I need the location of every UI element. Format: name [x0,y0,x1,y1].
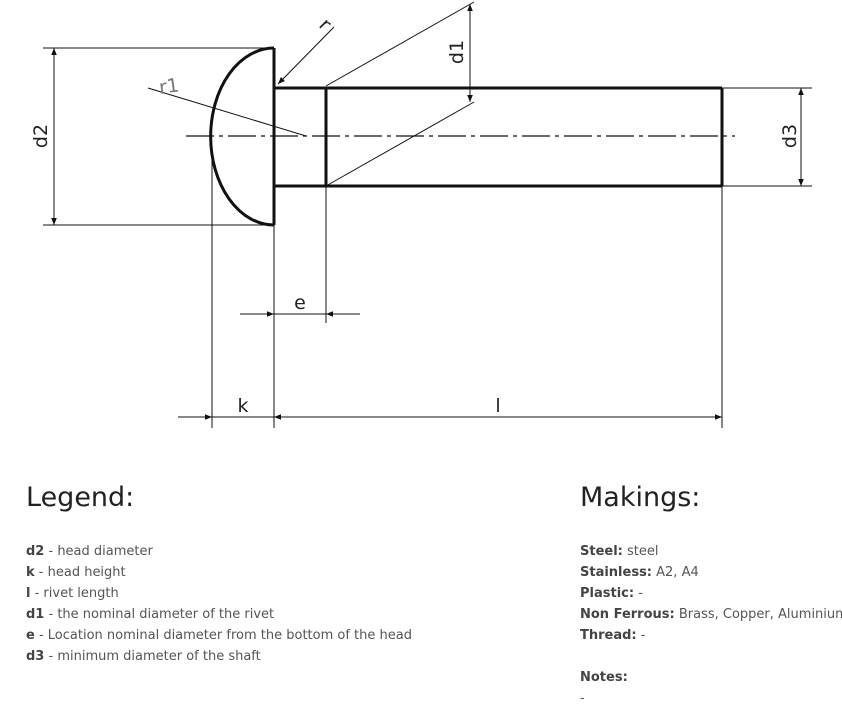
legend-item: l - rivet length [26,586,119,601]
makings-list: Steel: steel Stainless: A2, A4 Plastic: … [580,541,842,646]
legend-title: Legend: [26,482,135,513]
rivet-technical-drawing: d2 r1 r d1 d3 e k l [30,1,812,428]
label-l: l [495,395,500,417]
makings-item: Steel: steel [580,544,659,559]
label-e: e [294,292,306,314]
rivet-outline [209,46,724,227]
notes-title: Notes: [580,670,628,685]
label-k: k [237,395,248,417]
makings-item: Plastic: - [580,586,643,601]
notes-value: - [580,691,585,706]
legend-item: d1 - the nominal diameter of the rivet [26,607,275,622]
label-r1: r1 [158,74,181,99]
label-d1: d1 [446,40,468,64]
legend-item: d3 - minimum diameter of the shaft [26,649,261,664]
legend-item: k - head height [26,565,126,580]
dimension-lines [43,1,812,428]
makings-item: Thread: - [580,628,646,643]
label-d3: d3 [779,124,801,148]
r-leader [277,26,335,85]
makings-item: Non Ferrous: Brass, Copper, Aluminium [580,607,842,622]
makings-section: Makings: Steel: steel Stainless: A2, A4 … [580,482,842,709]
makings-item: Stainless: A2, A4 [580,565,699,580]
label-r: r [314,14,335,35]
dimension-labels: d2 r1 r d1 d3 e k l [30,14,801,417]
makings-title: Makings: [580,482,701,513]
legend-section: Legend: d2 - head diameter k - head heig… [26,482,412,667]
label-d2: d2 [30,124,52,148]
legend-item: d2 - head diameter [26,544,153,559]
legend-item: e - Location nominal diameter from the b… [26,628,412,643]
r1-leader [147,87,307,137]
legend-list: d2 - head diameter k - head height l - r… [26,541,412,667]
